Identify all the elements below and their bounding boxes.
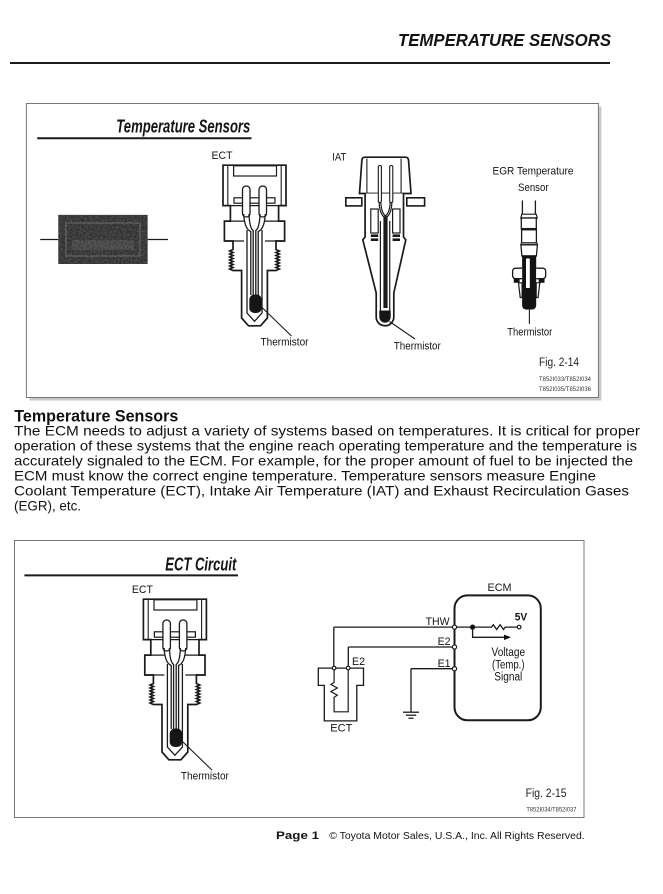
- svg-text:5V: 5V: [515, 612, 528, 624]
- svg-text:Coolant Temperature (ECT), Int: Coolant Temperature (ECT), Intake Air Te…: [14, 483, 629, 499]
- svg-text:IAT: IAT: [332, 152, 346, 164]
- svg-text:Thermistor: Thermistor: [507, 327, 552, 339]
- svg-text:ECM must know the correct engi: ECM must know the correct engine tempera…: [14, 468, 596, 484]
- svg-text:Sensor: Sensor: [518, 182, 549, 194]
- svg-text:(Temp.): (Temp.): [492, 659, 525, 671]
- svg-text:E2: E2: [438, 636, 451, 648]
- svg-text:T852I034/T852I037: T852I034/T852I037: [526, 807, 577, 814]
- svg-text:ECT: ECT: [330, 723, 352, 735]
- svg-text:TEMPERATURE SENSORS: TEMPERATURE SENSORS: [398, 30, 611, 50]
- svg-text:Thermistor: Thermistor: [261, 337, 309, 349]
- svg-text:E1: E1: [438, 658, 451, 670]
- svg-text:E2: E2: [352, 656, 365, 668]
- svg-text:Fig. 2-14: Fig. 2-14: [539, 357, 580, 369]
- svg-text:© Toyota Motor Sales, U.S.A.,: © Toyota Motor Sales, U.S.A., Inc. All R…: [329, 830, 585, 842]
- svg-text:The ECM needs to adjust a vari: The ECM needs to adjust a variety of sys…: [14, 423, 640, 439]
- svg-text:Temperature Sensors: Temperature Sensors: [14, 408, 178, 426]
- svg-text:Voltage: Voltage: [492, 647, 526, 659]
- svg-text:(EGR), etc.: (EGR), etc.: [14, 498, 81, 514]
- svg-text:THW: THW: [426, 616, 451, 628]
- svg-text:ECM: ECM: [488, 582, 512, 594]
- svg-text:T852I033/T852I034: T852I033/T852I034: [539, 376, 592, 383]
- svg-text:operation of these systems tha: operation of these systems that the engi…: [14, 438, 637, 454]
- svg-text:Page 1: Page 1: [276, 830, 319, 842]
- svg-text:EGR Temperature: EGR Temperature: [493, 165, 574, 177]
- svg-text:Thermistor: Thermistor: [394, 341, 441, 353]
- svg-text:Fig. 2-15: Fig. 2-15: [526, 788, 567, 800]
- svg-text:Signal: Signal: [494, 672, 522, 684]
- svg-text:ECT: ECT: [212, 150, 233, 162]
- svg-text:ECT Circuit: ECT Circuit: [165, 554, 237, 574]
- svg-text:Temperature Sensors: Temperature Sensors: [116, 116, 250, 136]
- svg-text:T852I035/T852I036: T852I035/T852I036: [539, 386, 592, 393]
- svg-text:accurately signaled to the ECM: accurately signaled to the ECM. For exam…: [14, 453, 633, 469]
